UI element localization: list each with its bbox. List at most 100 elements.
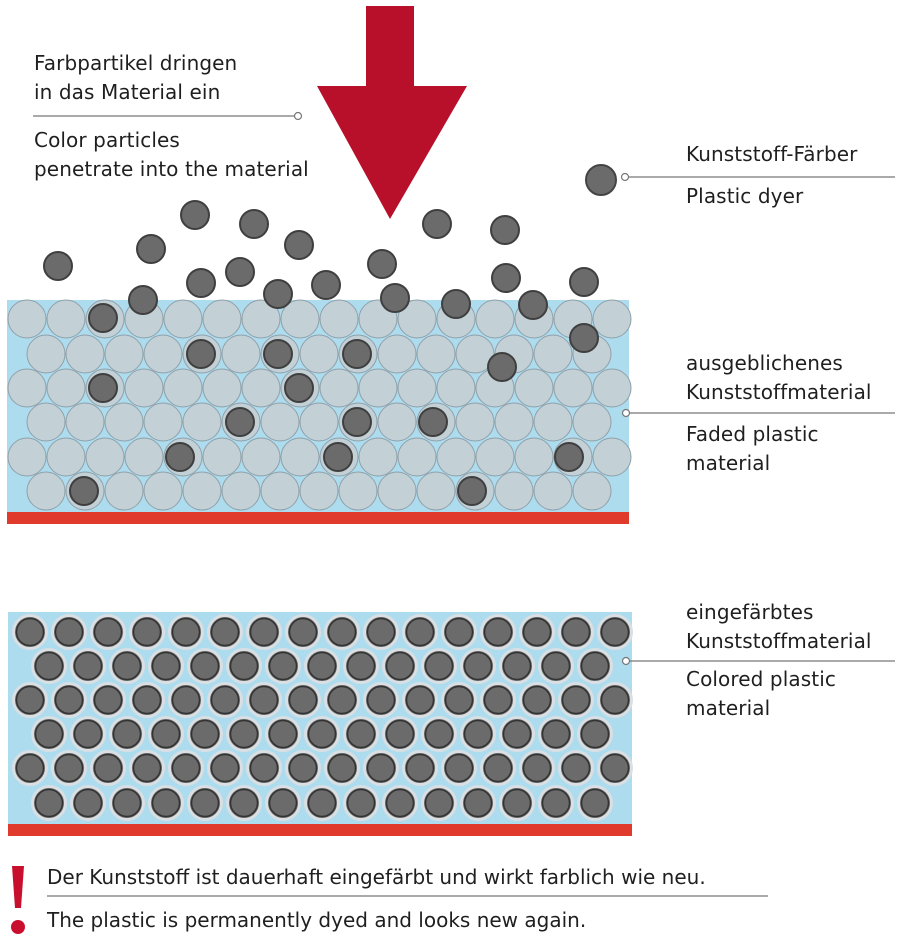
colored-plastic-particle-rim — [327, 617, 357, 647]
colored-plastic-particle-rim — [249, 617, 279, 647]
faded-plastic-particle — [475, 437, 515, 477]
colored-plastic-particle-rim — [15, 685, 45, 715]
faded-plastic-particle — [163, 299, 203, 339]
colored-plastic-particle-rim — [132, 753, 162, 783]
colored-plastic-particle-rim — [229, 719, 259, 749]
colored-plastic-particle-rim — [502, 719, 532, 749]
colored-plastic-particle-rim — [561, 617, 591, 647]
colored-plastic-particle — [597, 614, 633, 650]
colored-plastic-particle — [51, 682, 87, 718]
colored-plastic-particle-rim — [424, 788, 454, 818]
faded-plastic-particle — [221, 471, 261, 511]
colored-plastic-particle-rim — [34, 788, 64, 818]
colored-plastic-particle-rim — [229, 651, 259, 681]
colored-plastic-particle — [285, 750, 321, 786]
faded-plastic-particle — [280, 437, 320, 477]
colored-plastic-particle — [109, 648, 145, 684]
colored-plastic-particle-rim — [132, 685, 162, 715]
colored-plastic-particle — [70, 716, 106, 752]
colored-plastic-particle-rim — [249, 685, 279, 715]
colored-plastic-particle — [168, 750, 204, 786]
colored-plastic-particle-rim — [522, 753, 552, 783]
dye-particle — [441, 289, 471, 319]
colored-plastic-particle — [129, 750, 165, 786]
faded-plastic-particle — [299, 402, 339, 442]
colored-plastic-particle — [577, 716, 613, 752]
colored-plastic-particle-rim — [112, 719, 142, 749]
colored-plastic-particle — [226, 716, 262, 752]
colored-plastic-particle-rim — [522, 685, 552, 715]
dye-particle — [225, 407, 255, 437]
dye-particle — [457, 476, 487, 506]
colored-plastic-particle — [90, 614, 126, 650]
faded-plastic-particle — [260, 402, 300, 442]
penetrate-en-line-2: penetrate into the material — [34, 157, 309, 181]
colored-plastic-particle-rim — [54, 685, 84, 715]
dye-particle — [342, 407, 372, 437]
faded-plastic-particle — [436, 437, 476, 477]
colored-plastic-particle — [363, 750, 399, 786]
penetrate-label-de: Farbpartikel dringen in das Material ein — [34, 49, 237, 107]
colored-plastic-particle-rim — [73, 719, 103, 749]
colored-plastic-particle — [207, 614, 243, 650]
faded-en-line-2: material — [686, 451, 771, 475]
dye-particle — [554, 442, 584, 472]
faded-plastic-particle — [377, 402, 417, 442]
penetrate-de-line-1: Farbpartikel dringen — [34, 51, 238, 75]
colored-plastic-particle — [343, 785, 379, 821]
colored-plastic-particle — [168, 614, 204, 650]
faded-plastic-particle — [7, 299, 47, 339]
dye-particle — [88, 303, 118, 333]
colored-plastic-particle — [382, 716, 418, 752]
colored-plastic-particle — [246, 614, 282, 650]
faded-plastic-particle — [143, 471, 183, 511]
colored-plastic-particle — [51, 614, 87, 650]
colored-plastic-particle — [343, 716, 379, 752]
faded-plastic-particle — [163, 368, 203, 408]
faded-plastic-particle — [514, 437, 554, 477]
colored-plastic-particle-rim — [561, 685, 591, 715]
colored-plastic-particle-rim — [15, 617, 45, 647]
colored-plastic-particle — [285, 682, 321, 718]
colored-plastic-particle-rim — [600, 753, 630, 783]
dye-particle — [311, 270, 341, 300]
colored-plastic-particle-rim — [405, 617, 435, 647]
colored-plastic-particle-rim — [405, 685, 435, 715]
colored-plastic-particle — [31, 648, 67, 684]
colored-plastic-particle-rim — [444, 617, 474, 647]
colored-plastic-particle — [265, 648, 301, 684]
colored-plastic-particle — [207, 750, 243, 786]
faded-plastic-particle — [46, 368, 86, 408]
colored-plastic-particle — [597, 750, 633, 786]
colored-plastic-particle — [441, 614, 477, 650]
colored-plastic-particle-rim — [15, 753, 45, 783]
colored-plastic-particle — [129, 614, 165, 650]
colored-plastic-particle-rim — [366, 753, 396, 783]
colored-plastic-particle — [382, 785, 418, 821]
faded-plastic-particle — [572, 402, 612, 442]
colored-plastic-particle-rim — [385, 788, 415, 818]
colored-plastic-particle — [499, 785, 535, 821]
colored-plastic-particle-rim — [444, 685, 474, 715]
dye-particle — [284, 230, 314, 260]
colored-plastic-particle — [129, 682, 165, 718]
penetrating-dye-particles — [43, 200, 599, 506]
colored-plastic-particle-rim — [249, 753, 279, 783]
colored-plastic-particle — [519, 614, 555, 650]
colored-plastic-particle-rim — [288, 753, 318, 783]
colored-plastic-particle-rim — [366, 685, 396, 715]
colored-plastic-particle — [12, 750, 48, 786]
colored-plastic-particle-rim — [346, 788, 376, 818]
dye-particle — [88, 373, 118, 403]
colored-en-line-1: Colored plastic — [686, 667, 836, 691]
colored-plastic-particle — [577, 648, 613, 684]
faded-plastic-particle — [202, 368, 242, 408]
colored-plastic-particle-rim — [541, 788, 571, 818]
colored-plastic-particle-rim — [600, 685, 630, 715]
dyer-label-de: Kunststoff-Färber — [686, 142, 858, 166]
colored-plastic-particle — [460, 648, 496, 684]
faded-plastic-particle — [338, 471, 378, 511]
colored-plastic-particle-rim — [580, 651, 610, 681]
faded-plastic-particle — [397, 437, 437, 477]
